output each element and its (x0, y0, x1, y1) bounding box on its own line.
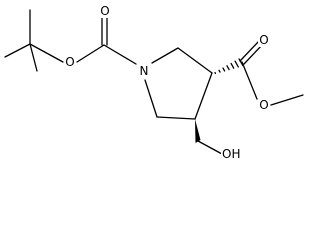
bond-ch2-to-oh (197, 140, 223, 155)
bond-boc-carbonyl-to-n (103, 44, 137, 65)
bond-ester-o-to-methyl (270, 94, 304, 106)
bold-wedge-bond-c4-ch2 (195, 119, 201, 143)
hash-line (238, 58, 244, 67)
hash-line (226, 65, 230, 71)
label-mask (138, 64, 150, 78)
bond-c2-to-c3 (177, 47, 213, 74)
bond-ester-c-o-double-a (239, 40, 260, 62)
bond-ester-c-to-ether-o (241, 61, 258, 100)
atom-label-ether-o-ester: O (259, 98, 268, 112)
atom-labels: O O N O O OH (64, 4, 270, 161)
atom-label-n: N (140, 64, 149, 78)
atom-label-carbonyl-o-boc: O (100, 4, 109, 18)
hash-line (222, 67, 226, 72)
bond-ether-o-to-boc-carbonyl (76, 44, 105, 63)
hash-line (218, 69, 221, 73)
label-mask (64, 55, 76, 69)
bond-tbu-c-to-methyl-left (4, 43, 31, 58)
bond-ester-c-o-double-b (243, 43, 264, 65)
label-mask (258, 33, 270, 47)
hashed-wedge-bond-c3-ester (214, 58, 244, 75)
bond-c5-to-n (144, 79, 158, 118)
label-mask (221, 147, 241, 161)
bond-n-to-c2 (151, 47, 179, 64)
atom-label-ether-o-boc: O (65, 55, 74, 69)
bond-c3-to-c4 (194, 72, 213, 120)
bond-lines (4, 9, 304, 155)
label-mask (99, 4, 111, 18)
bond-tbu-c-to-methyl-down (29, 43, 38, 72)
hash-line (230, 62, 235, 69)
bond-tbu-c-to-ether-o (29, 43, 64, 63)
label-mask (258, 98, 270, 112)
hash-line (234, 60, 239, 68)
atom-label-hydroxyl: OH (222, 147, 240, 161)
chemical-structure: O O N O O OH (4, 4, 304, 161)
atom-label-carbonyl-o-ester: O (259, 33, 268, 47)
bond-c4-to-c5 (156, 116, 196, 120)
